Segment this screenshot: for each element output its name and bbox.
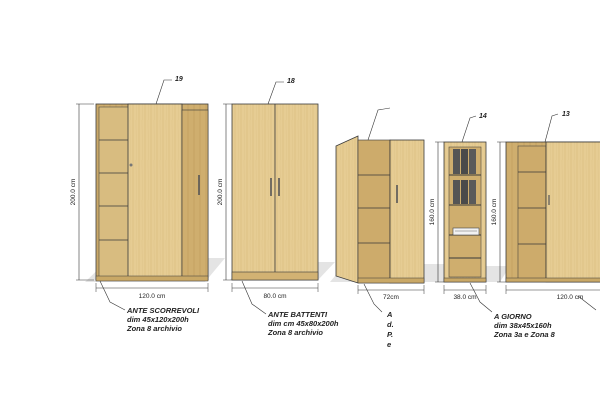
leader-13: 13 <box>544 111 597 311</box>
tag-14: 14 <box>479 113 487 120</box>
height-label-19: 200.0 cm <box>70 179 77 206</box>
tag-19: 19 <box>175 76 183 83</box>
dimension-72-width: 72cm <box>357 285 425 301</box>
caption-14-line-2: dim 38x45x160h <box>494 321 552 330</box>
cabinet-18 <box>231 103 319 281</box>
caption-72-line-1: A <box>386 310 392 319</box>
caption-19-line-3: Zona 8 archivio <box>126 324 182 333</box>
dimension-19-height: 200.0 cm <box>70 103 94 281</box>
caption-72-line-2: d. <box>387 320 394 329</box>
dimension-14-height: 160.0 cm <box>429 141 444 283</box>
dimension-19-width: 120.0 cm <box>95 283 209 300</box>
caption-14-line-3: Zona 3a e Zona 8 <box>493 330 556 339</box>
binders-top <box>453 149 476 174</box>
height-label-13: 160.0 cm <box>491 199 498 226</box>
dimension-18-width: 80.0 cm <box>231 283 319 300</box>
dimension-14-width: 38.0 cm <box>443 285 487 301</box>
caption-72: A d. P. e <box>386 310 394 349</box>
dimension-18-height: 200.0 cm <box>217 103 232 281</box>
width-label-19: 120.0 cm <box>139 293 166 300</box>
caption-19: ANTE SCORREVOLI dim 45x120x200h Zona 8 a… <box>126 306 200 333</box>
binders-middle <box>453 180 476 204</box>
caption-19-line-1: ANTE SCORREVOLI <box>126 306 200 315</box>
cabinet-13 <box>505 141 600 283</box>
cabinet-19 <box>95 103 209 282</box>
caption-72-line-4: e <box>387 340 391 349</box>
caption-19-line-2: dim 45x120x200h <box>127 315 189 324</box>
width-label-14: 38.0 cm <box>453 294 476 301</box>
width-label-13: 120.0 cm <box>557 294 584 301</box>
height-label-14: 160.0 cm <box>429 199 436 226</box>
caption-18: ANTE BATTENTI dim cm 45x80x200h Zona 8 a… <box>267 310 339 337</box>
tag-18: 18 <box>287 78 295 85</box>
caption-14-line-1: A GIORNO <box>493 312 532 321</box>
dimension-13-width: 120.0 cm <box>505 285 600 301</box>
paper-tray <box>452 227 480 236</box>
cabinet-72 <box>335 135 425 284</box>
caption-14: A GIORNO dim 38x45x160h Zona 3a e Zona 8 <box>493 312 556 339</box>
cabinet-14 <box>443 141 487 283</box>
leader-19: 19 <box>99 76 183 311</box>
caption-18-line-3: Zona 8 archivio <box>267 328 323 337</box>
dimension-13-height: 160.0 cm <box>491 141 506 283</box>
leader-14: 14 <box>461 113 493 313</box>
caption-18-line-2: dim cm 45x80x200h <box>268 319 339 328</box>
height-label-18: 200.0 cm <box>217 179 224 206</box>
width-label-18: 80.0 cm <box>263 293 286 300</box>
leader-18: 18 <box>241 78 295 315</box>
tag-13: 13 <box>562 111 570 118</box>
caption-72-line-3: P. <box>387 330 393 339</box>
caption-18-line-1: ANTE BATTENTI <box>267 310 328 319</box>
width-label-72: 72cm <box>383 294 399 301</box>
leader-72 <box>363 107 391 313</box>
